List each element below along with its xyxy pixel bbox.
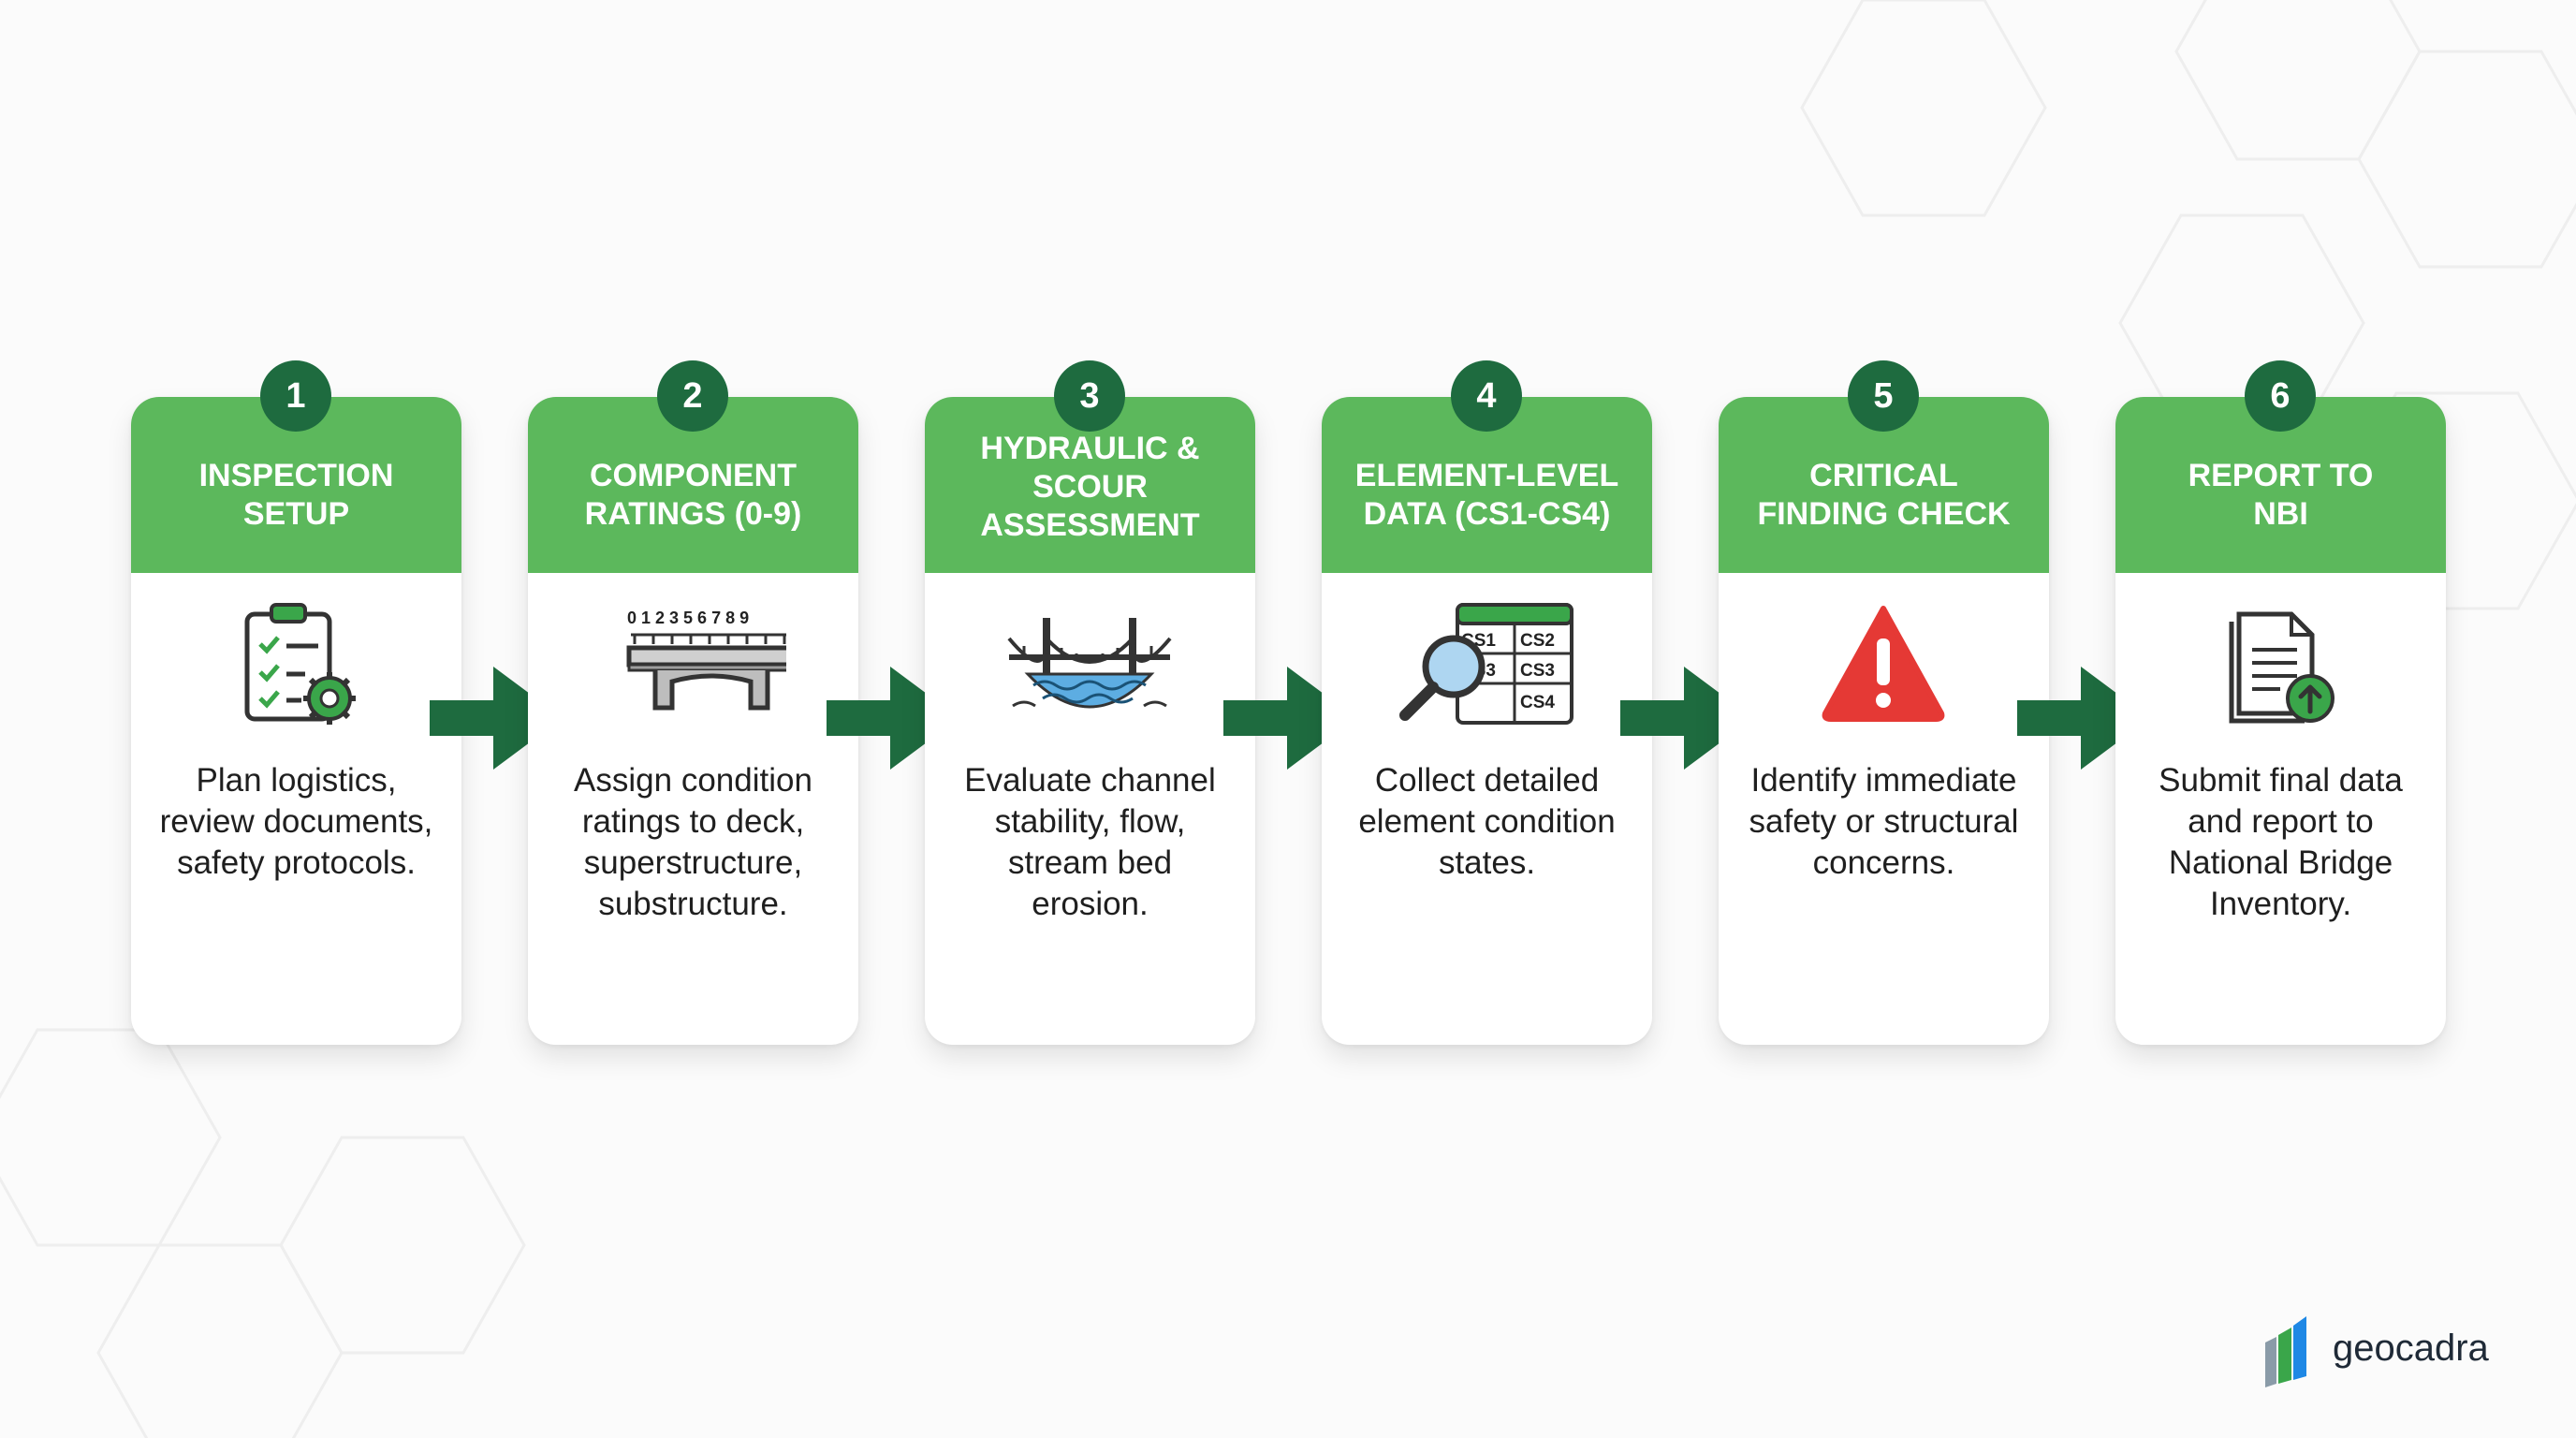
card-description: Identify immediate safety or structural …: [1749, 762, 2019, 881]
card-title: INSPECTION SETUP: [198, 458, 394, 532]
card-description: Plan logistics, review documents, safety…: [159, 762, 433, 881]
card-header: HYDRAULIC & SCOUR ASSESSMENT: [925, 397, 1255, 573]
table-cell: CS4: [1520, 693, 1555, 712]
document-upload-icon: [2229, 611, 2334, 724]
step-number-badge: 5: [1848, 360, 1919, 432]
clipboard-gear-icon: [244, 603, 356, 725]
card-title: ELEMENT-LEVEL DATA (CS1-CS4): [1354, 458, 1619, 532]
table-cell: CS3: [1520, 661, 1555, 681]
step-number-badge: 6: [2245, 360, 2316, 432]
card-description: Assign condition ratings to deck, supers…: [574, 762, 812, 922]
warning-icon: [1822, 606, 1945, 722]
card-title: REPORT TO NBI: [2188, 458, 2374, 532]
card-title: CRITICAL FINDING CHECK: [1757, 458, 2011, 532]
card-title: COMPONENT RATINGS (0-9): [584, 458, 802, 532]
magnifier-table-icon: CS1 CS2 CS3 CS3 CS4: [1399, 603, 1573, 725]
table-cell: CS2: [1520, 631, 1555, 651]
arrow-right-icon: [2017, 667, 2150, 770]
arrow-right-icon: [1223, 667, 1356, 770]
arrow-right-icon: [1620, 667, 1753, 770]
step-card-critical-finding: CRITICAL FINDING CHECK Identify immediat…: [1719, 397, 2049, 1045]
rating-scale-labels: 0 1 2 3 5 6 7 8 9: [627, 609, 749, 627]
step-card-report-nbi: REPORT TO NBI Submit final data and repo…: [2115, 397, 2446, 1045]
step-card-element-level-data: ELEMENT-LEVEL DATA (CS1-CS4) CS1 CS2 CS3…: [1322, 397, 1652, 1045]
card-description: Collect detailed element condition state…: [1358, 762, 1616, 881]
step-number-badge: 4: [1451, 360, 1522, 432]
step-card-hydraulic-scour: HYDRAULIC & SCOUR ASSESSMENT Evaluate ch…: [925, 397, 1255, 1045]
arrow-right-icon: [827, 667, 959, 770]
card-description: Submit final data and report to National…: [2159, 762, 2403, 922]
step-card-component-ratings: COMPONENT RATINGS (0-9) 0 1 2 3 5 6 7 8 …: [528, 397, 858, 1045]
step-number-badge: 1: [260, 360, 331, 432]
suspension-bridge-water-icon: [1007, 618, 1172, 709]
step-number-badge: 3: [1054, 360, 1125, 432]
arrow-right-icon: [430, 667, 563, 770]
card-title: HYDRAULIC & SCOUR ASSESSMENT: [980, 430, 1200, 543]
step-number-badge: 2: [657, 360, 728, 432]
bar-chart-logo-icon: [2265, 1316, 2306, 1387]
bridge-rating-scale-icon: 0 1 2 3 5 6 7 8 9: [626, 609, 786, 711]
card-description: Evaluate channel stability, flow, stream…: [964, 762, 1216, 922]
step-card-inspection-setup: INSPECTION SETUP Plan logistics, review …: [131, 397, 461, 1045]
brand-logo-text: geocadra: [2333, 1328, 2489, 1369]
